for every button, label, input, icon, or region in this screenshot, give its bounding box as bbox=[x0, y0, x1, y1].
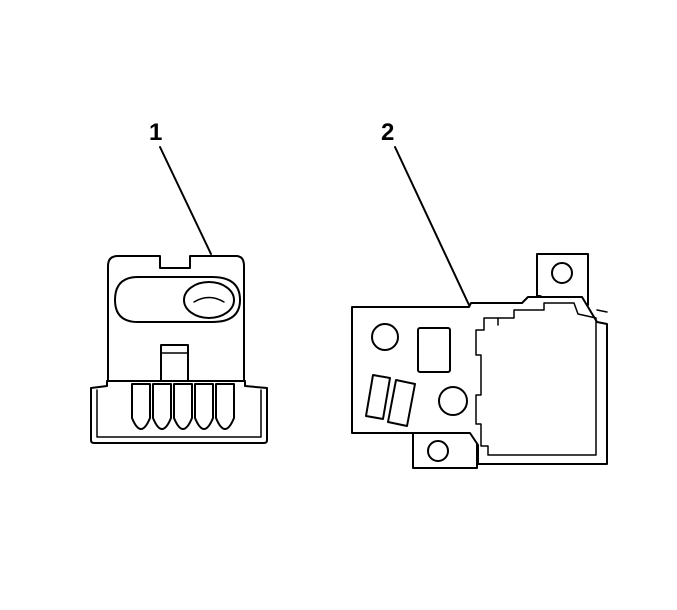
terminal-cavity bbox=[131, 383, 151, 430]
locking-tab bbox=[160, 344, 189, 386]
lever-knob bbox=[183, 281, 235, 319]
connector-body-inner bbox=[96, 389, 262, 438]
terminal-cavity bbox=[194, 383, 214, 430]
terminal-cavities bbox=[131, 383, 235, 430]
terminal-cavity bbox=[152, 383, 172, 430]
blade-contact-left bbox=[365, 374, 391, 420]
callout-label-2: 2 bbox=[381, 119, 394, 146]
leader-line-2 bbox=[394, 146, 470, 306]
connector-component bbox=[90, 255, 268, 444]
housing-inner-outline bbox=[475, 302, 597, 456]
lever-knob-arc bbox=[193, 296, 225, 303]
switch-housing bbox=[351, 296, 608, 465]
rivet-lower-right bbox=[438, 386, 468, 416]
rivet-upper-left bbox=[371, 323, 399, 351]
mounting-hole-top bbox=[551, 262, 573, 284]
leader-line-1 bbox=[159, 146, 212, 255]
switch-module-component bbox=[351, 253, 608, 469]
blade-contact-right bbox=[387, 379, 416, 427]
terminal-cavity bbox=[173, 383, 193, 430]
housing-flange bbox=[596, 309, 608, 313]
terminal-cavity bbox=[215, 383, 235, 430]
center-pad bbox=[417, 327, 451, 373]
mounting-hole-bottom bbox=[427, 440, 449, 462]
callout-label-1: 1 bbox=[149, 119, 162, 146]
